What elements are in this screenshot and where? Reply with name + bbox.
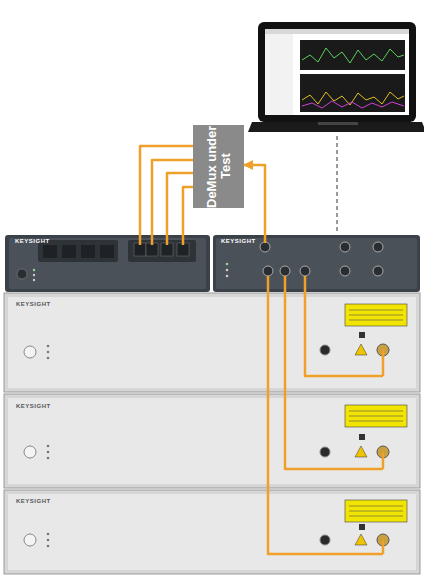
brand-logo: KEYSIGHT bbox=[15, 238, 50, 244]
power-meter-box: KEYSIGHT bbox=[5, 235, 210, 290]
fiber-stub bbox=[140, 235, 383, 554]
brand-logo: KEYSIGHT bbox=[221, 238, 256, 244]
device-under-test-box: DeMux under Test bbox=[193, 125, 244, 208]
fiber-connector bbox=[183, 187, 193, 235]
switch-instrument-box: KEYSIGHT bbox=[213, 235, 420, 276]
fiber-connector bbox=[140, 146, 193, 235]
tunable-laser-box: KEYSIGHT bbox=[4, 292, 420, 376]
device-label: DeMux under Test bbox=[205, 125, 233, 208]
brand-logo: KEYSIGHT bbox=[16, 403, 51, 409]
switch-instrument-illustration bbox=[213, 235, 420, 292]
fiber-connector bbox=[167, 173, 193, 235]
tunable-laser-box: KEYSIGHT bbox=[4, 395, 420, 469]
fiber-connector bbox=[285, 276, 383, 469]
laser-source-illustration bbox=[4, 293, 420, 574]
tunable-laser-box: KEYSIGHT bbox=[4, 488, 420, 554]
brand-logo: KEYSIGHT bbox=[16, 498, 51, 504]
fiber-connector bbox=[268, 276, 383, 554]
fiber-connector bbox=[305, 276, 383, 376]
power-meter-illustration bbox=[5, 235, 210, 292]
brand-logo: KEYSIGHT bbox=[16, 301, 51, 307]
laptop-illustration bbox=[248, 22, 424, 132]
fiber-connector bbox=[244, 165, 265, 235]
fiber-connector bbox=[152, 160, 193, 235]
usb-link-line bbox=[336, 136, 338, 233]
